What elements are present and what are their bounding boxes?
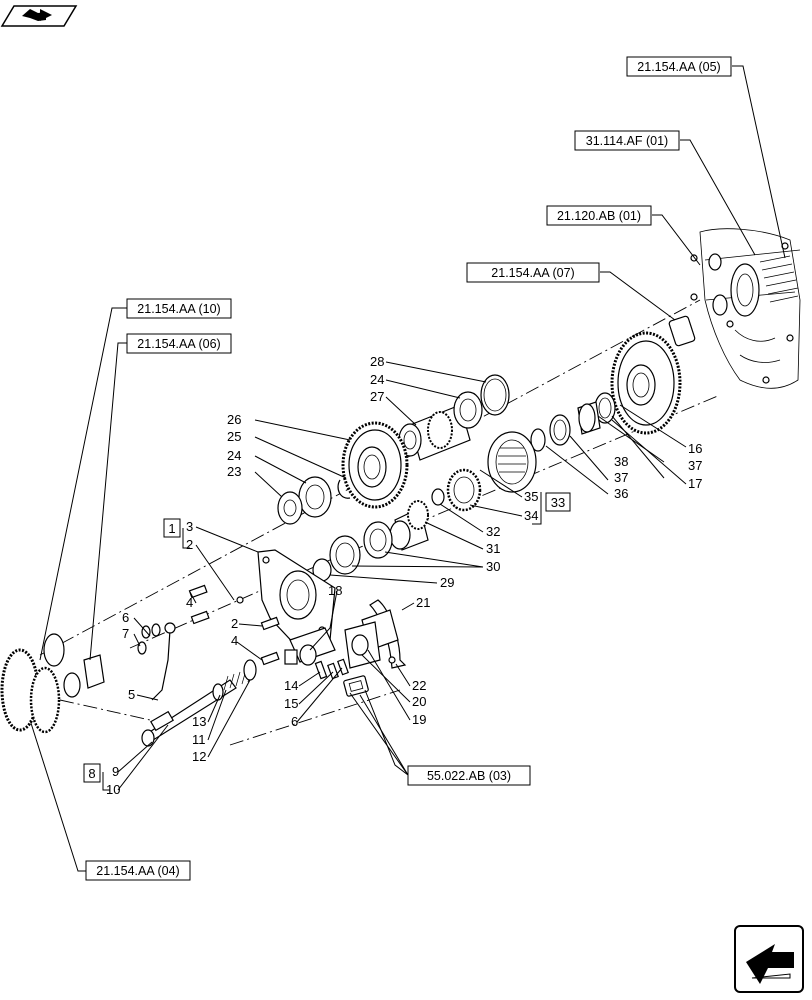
bearing-30-b (329, 535, 361, 575)
callout-4: 4 (186, 595, 193, 610)
reference-box-31-114-af-01[interactable]: 31.114.AF (01) (574, 130, 680, 151)
callout-18: 18 (328, 583, 342, 598)
callout-4: 4 (231, 633, 238, 648)
boxed-number-33: 33 (545, 492, 571, 512)
callout-25: 25 (227, 429, 241, 444)
callout-6: 6 (122, 610, 129, 625)
reference-box-21-120-ab-01[interactable]: 21.120.AB (01) (546, 205, 652, 226)
sleeve-37-36 (530, 401, 601, 452)
callout-24: 24 (370, 372, 384, 387)
callout-10: 10 (106, 782, 120, 797)
callout-29: 29 (440, 575, 454, 590)
callout-24: 24 (227, 448, 241, 463)
bolts-4 (188, 584, 280, 666)
callout-28: 28 (370, 354, 384, 369)
plate-20 (344, 621, 381, 669)
synchro-hub-35 (487, 431, 537, 493)
callout-32: 32 (486, 524, 500, 539)
callout-23: 23 (227, 464, 241, 479)
transmission-housing (668, 228, 801, 389)
svg-text:21.154.AA (10): 21.154.AA (10) (137, 302, 220, 316)
callout-13: 13 (192, 714, 206, 729)
reference-box-21-154-aa-05[interactable]: 21.154.AA (05) (626, 56, 732, 77)
lower-left-gear-cluster (0, 633, 105, 734)
gear-16 (610, 331, 682, 435)
selector-block-18 (284, 627, 336, 666)
svg-text:21.154.AA (07): 21.154.AA (07) (491, 266, 574, 280)
gear-31 (389, 500, 429, 551)
callout-2: 2 (186, 537, 193, 552)
callout-37: 37 (688, 458, 702, 473)
snap-ring-28 (480, 374, 510, 416)
svg-text:21.154.AA (04): 21.154.AA (04) (96, 864, 179, 878)
callout-36: 36 (614, 486, 628, 501)
callout-20: 20 (412, 694, 426, 709)
ring-17 (594, 392, 616, 424)
bearing-24-upper (453, 391, 483, 429)
svg-text:33: 33 (551, 495, 565, 510)
reference-box-55-022-ab-03[interactable]: 55.022.AB (03) (407, 765, 531, 786)
callout-9: 9 (112, 764, 119, 779)
reference-box-21-154-aa-04[interactable]: 21.154.AA (04) (85, 860, 191, 881)
callout-2: 2 (231, 616, 238, 631)
ring-32 (431, 488, 445, 506)
callout-27: 27 (370, 389, 384, 404)
washer-23 (277, 491, 303, 525)
callout-11: 11 (192, 732, 206, 747)
circlip-25 (337, 479, 351, 499)
bearing-30-a (363, 521, 393, 559)
callout-3: 3 (186, 519, 193, 534)
callout-17: 17 (688, 476, 702, 491)
callout-26: 26 (227, 412, 241, 427)
callout-30: 30 (486, 559, 500, 574)
callout-14: 14 (284, 678, 298, 693)
pipe-5 (137, 622, 176, 701)
callout-labels: 28 24 27 26 25 24 23 16 38 37 37 36 17 3… (106, 354, 702, 797)
svg-text:21.120.AB (01): 21.120.AB (01) (557, 209, 641, 223)
shaft-27 (398, 404, 471, 461)
book-arrow-icon[interactable] (0, 5, 78, 27)
boxed-number-8: 8 (83, 763, 101, 783)
callout-12: 12 (192, 749, 206, 764)
callout-22: 22 (412, 678, 426, 693)
reference-box-21-154-aa-06[interactable]: 21.154.AA (06) (126, 333, 232, 354)
svg-text:31.114.AF (01): 31.114.AF (01) (586, 134, 668, 148)
leader-lines (29, 65, 786, 872)
bearing-24-lower (298, 476, 332, 518)
callout-37: 37 (614, 470, 628, 485)
boxed-number-1: 1 (163, 518, 181, 538)
callout-7: 7 (122, 626, 129, 641)
switch-group-55-022 (343, 675, 369, 697)
pins-14-15-6 (314, 658, 349, 680)
callout-21: 21 (416, 595, 430, 610)
svg-text:8: 8 (88, 766, 95, 781)
callout-19: 19 (412, 712, 426, 727)
callout-5: 5 (128, 687, 135, 702)
callout-15: 15 (284, 696, 298, 711)
callout-35: 35 (524, 489, 538, 504)
callout-6: 6 (291, 714, 298, 729)
reference-box-21-154-aa-07[interactable]: 21.154.AA (07) (466, 262, 600, 283)
callout-16: 16 (688, 441, 702, 456)
gear-34 (446, 468, 482, 512)
svg-text:21.154.AA (05): 21.154.AA (05) (637, 60, 720, 74)
callout-31: 31 (486, 541, 500, 556)
next-page-arrow-icon[interactable] (734, 925, 804, 993)
callout-34: 34 (524, 508, 538, 523)
svg-text:1: 1 (168, 521, 175, 536)
svg-text:21.154.AA (06): 21.154.AA (06) (137, 337, 220, 351)
svg-text:55.022.AB (03): 55.022.AB (03) (427, 769, 511, 783)
callout-38: 38 (614, 454, 628, 469)
gear-26 (341, 421, 409, 509)
reference-box-21-154-aa-10[interactable]: 21.154.AA (10) (126, 298, 232, 319)
